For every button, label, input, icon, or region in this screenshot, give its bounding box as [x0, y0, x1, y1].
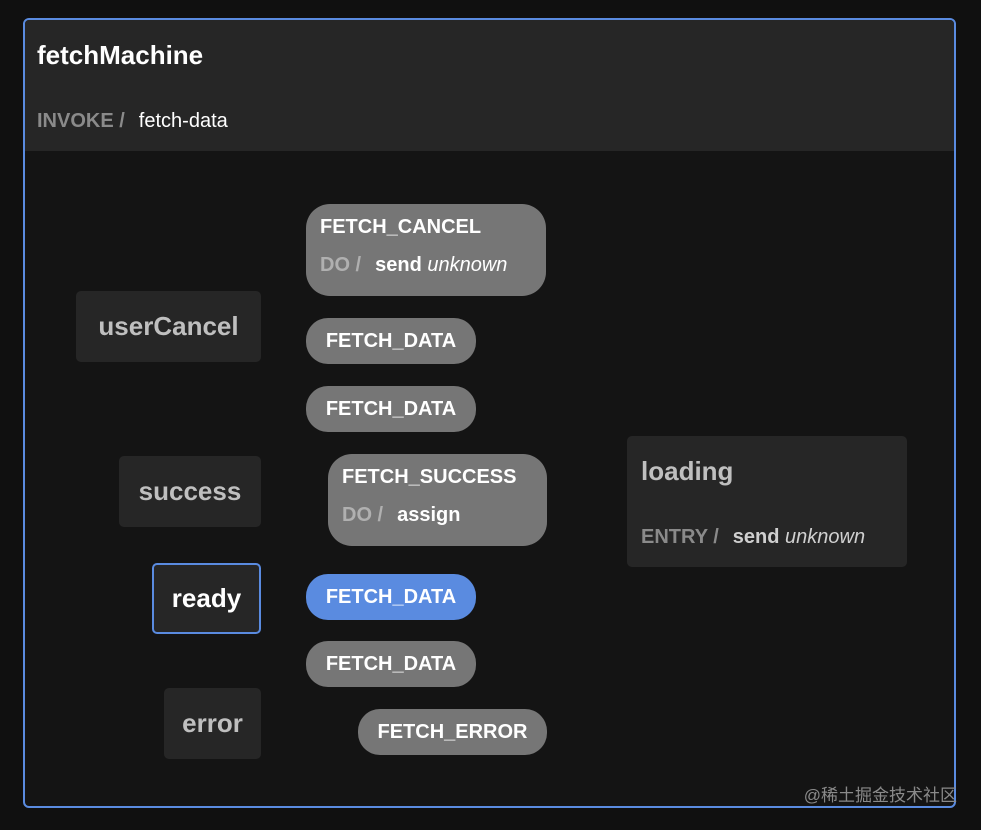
invoke-row: INVOKE / fetch-data	[37, 110, 228, 133]
state-ready-label: ready	[171, 583, 242, 613]
loading-entry-action: ENTRY / send unknown	[641, 526, 865, 549]
do-keyword: DO /	[320, 254, 362, 276]
event-fetch-success-label: FETCH_SUCCESS	[342, 466, 517, 488]
state-ready[interactable]: ready	[152, 563, 261, 634]
state-success-label: success	[138, 476, 242, 506]
event-fetch-data-ready[interactable]: FETCH_DATA	[306, 574, 476, 620]
event-fetch-data-label: FETCH_DATA	[325, 585, 457, 608]
machine-header: fetchMachine INVOKE / fetch-data	[25, 20, 954, 151]
state-error[interactable]: error	[164, 688, 261, 759]
state-success[interactable]: success	[119, 456, 261, 527]
state-loading[interactable]: loading ENTRY / send unknown	[627, 436, 907, 567]
do-keyword: DO /	[342, 504, 384, 526]
event-fetch-cancel-action: DO / send unknown	[320, 254, 507, 277]
state-usercancel[interactable]: userCancel	[76, 291, 261, 362]
state-loading-label: loading	[641, 456, 734, 486]
machine-container: fetchMachine INVOKE / fetch-data	[23, 18, 956, 808]
event-fetch-data-label: FETCH_DATA	[325, 397, 457, 420]
event-fetch-success[interactable]: FETCH_SUCCESS DO / assign	[328, 454, 547, 546]
event-fetch-data-error[interactable]: FETCH_DATA	[306, 641, 476, 687]
event-fetch-data-success[interactable]: FETCH_DATA	[306, 386, 476, 432]
action-name: send	[375, 254, 422, 276]
machine-title: fetchMachine	[37, 40, 204, 70]
entry-keyword: ENTRY /	[641, 526, 719, 548]
event-fetch-error-label: FETCH_ERROR	[377, 720, 528, 743]
entry-action: send	[732, 526, 780, 548]
event-fetch-data-label: FETCH_DATA	[325, 652, 457, 675]
event-fetch-data-label: FETCH_DATA	[325, 329, 457, 352]
event-fetch-success-action: DO / assign	[342, 504, 460, 527]
watermark: @稀土掘金技术社区	[803, 786, 957, 805]
event-fetch-data-usercancel[interactable]: FETCH_DATA	[306, 318, 476, 364]
entry-action-arg: unknown	[785, 526, 866, 548]
state-usercancel-label: userCancel	[98, 311, 239, 341]
invoke-keyword: INVOKE /	[37, 110, 125, 132]
event-fetch-cancel-label: FETCH_CANCEL	[320, 216, 482, 238]
action-arg: unknown	[427, 254, 508, 276]
event-fetch-error[interactable]: FETCH_ERROR	[358, 709, 547, 755]
event-fetch-cancel[interactable]: FETCH_CANCEL DO / send unknown	[306, 204, 546, 296]
state-error-label: error	[182, 708, 243, 738]
action-name: assign	[397, 504, 461, 526]
invoke-value: fetch-data	[138, 110, 228, 132]
